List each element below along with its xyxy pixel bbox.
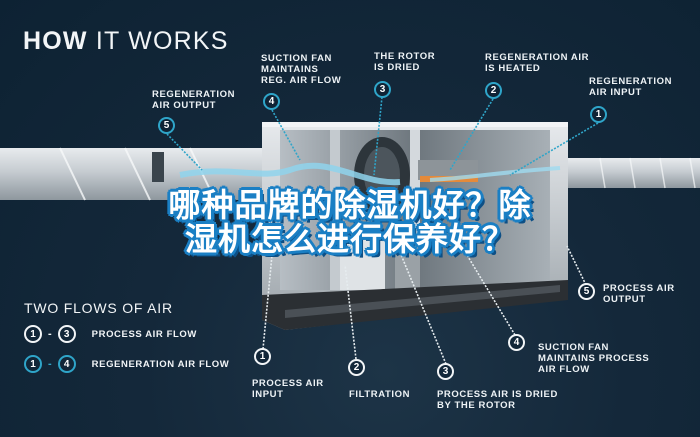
legend-title: TWO FLOWS OF AIR: [24, 300, 173, 316]
callout-process-air-output-label: PROCESS AIR OUTPUT: [603, 283, 675, 305]
legend-process-label: PROCESS AIR FLOW: [91, 328, 197, 340]
legend-dash: -: [48, 358, 52, 370]
regeneration-airflow: [179, 162, 561, 186]
headline-line-2: 湿机怎么进行保养好？: [184, 220, 515, 258]
callout-process-dried-label: PROCESS AIR IS DRIED BY THE ROTOR: [437, 389, 558, 411]
callout-filtration-label: FILTRATION: [349, 389, 411, 400]
top-leader-lines: [166, 96, 599, 176]
callout-regen-step-4-badge: 4: [263, 93, 280, 110]
callout-process-step-5-badge: 5: [578, 283, 595, 300]
callout-process-air-input-label: PROCESS AIR INPUT: [252, 378, 324, 400]
legend-regen-label: REGENERATION AIR FLOW: [91, 358, 230, 370]
right-duct: [565, 157, 700, 189]
callout-regen-suction-fan-label: SUCTION FAN MAINTAINS REG. AIR FLOW: [261, 53, 342, 86]
callout-regen-step-5-badge: 5: [158, 117, 175, 134]
callout-regen-step-1-badge: 1: [590, 106, 607, 123]
callout-regen-air-input-label: REGENERATION AIR INPUT: [589, 76, 673, 98]
headline-line-1: 哪种品牌的除湿机好？除: [168, 186, 532, 224]
legend-regen-to-badge: 4: [57, 355, 76, 373]
legend-row-process: 1 - 3 PROCESS AIR FLOW: [24, 325, 197, 343]
callout-regen-step-3-badge: 3: [374, 81, 391, 98]
callout-rotor-dried-label: THE ROTOR IS DRIED: [374, 51, 436, 73]
callout-process-step-4-badge: 4: [508, 334, 525, 351]
callout-regen-heated-label: REGENERATION AIR IS HEATED: [485, 52, 590, 74]
legend-row-regeneration: 1 - 4 REGENERATION AIR FLOW: [24, 355, 229, 373]
bottom-leader-lines: [262, 239, 587, 365]
callout-process-suction-fan-label: SUCTION FAN MAINTAINS PROCESS AIR FLOW: [538, 342, 650, 375]
callout-process-step-3-badge: 3: [437, 363, 454, 380]
callout-process-step-2-badge: 2: [348, 359, 365, 376]
legend-process-from-badge: 1: [24, 325, 42, 343]
callout-regen-air-output-label: REGENERATION AIR OUTPUT: [152, 89, 236, 111]
title-bold: HOW: [23, 27, 88, 55]
callout-process-step-1-badge: 1: [254, 348, 271, 365]
page-title: HOW IT WORKS: [23, 27, 229, 56]
title-rest: IT WORKS: [87, 27, 229, 55]
legend-process-to-badge: 3: [57, 325, 76, 343]
callout-regen-step-2-badge: 2: [485, 82, 502, 99]
legend-dash: -: [48, 328, 52, 340]
legend-regen-from-badge: 1: [24, 355, 42, 373]
